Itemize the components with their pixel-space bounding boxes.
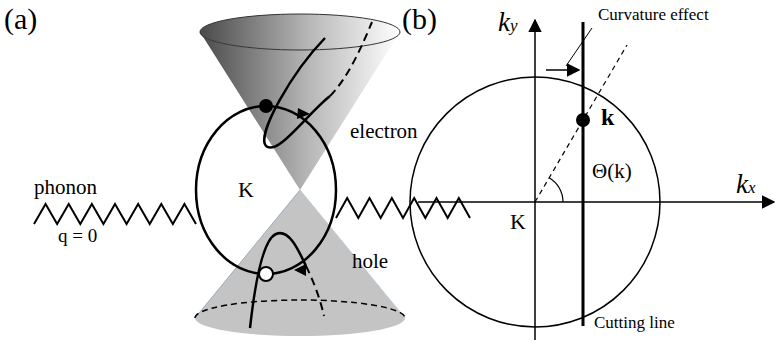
k-point-label: K [238,178,254,202]
electron-label: electron [350,120,418,143]
band-curves [250,22,372,328]
phonon-label: phonon [34,176,97,199]
panel-b [410,20,774,340]
hole-label: hole [352,250,388,273]
wavevector-label: q = 0 [58,226,97,247]
callout-text: Curvature effect [596,6,711,25]
angle-label: Θ(k) [590,160,634,183]
callout-text: Cutting line [592,314,677,333]
electron-hole-loop [196,99,336,281]
upper-cone [200,14,400,190]
axis-label: ky [498,8,518,38]
axis-label: kx [736,170,756,200]
vector-label: k [601,104,614,130]
panel-label: (a) [4,2,37,35]
panel-label: (b) [402,2,437,35]
k-point-label: K [508,210,528,234]
